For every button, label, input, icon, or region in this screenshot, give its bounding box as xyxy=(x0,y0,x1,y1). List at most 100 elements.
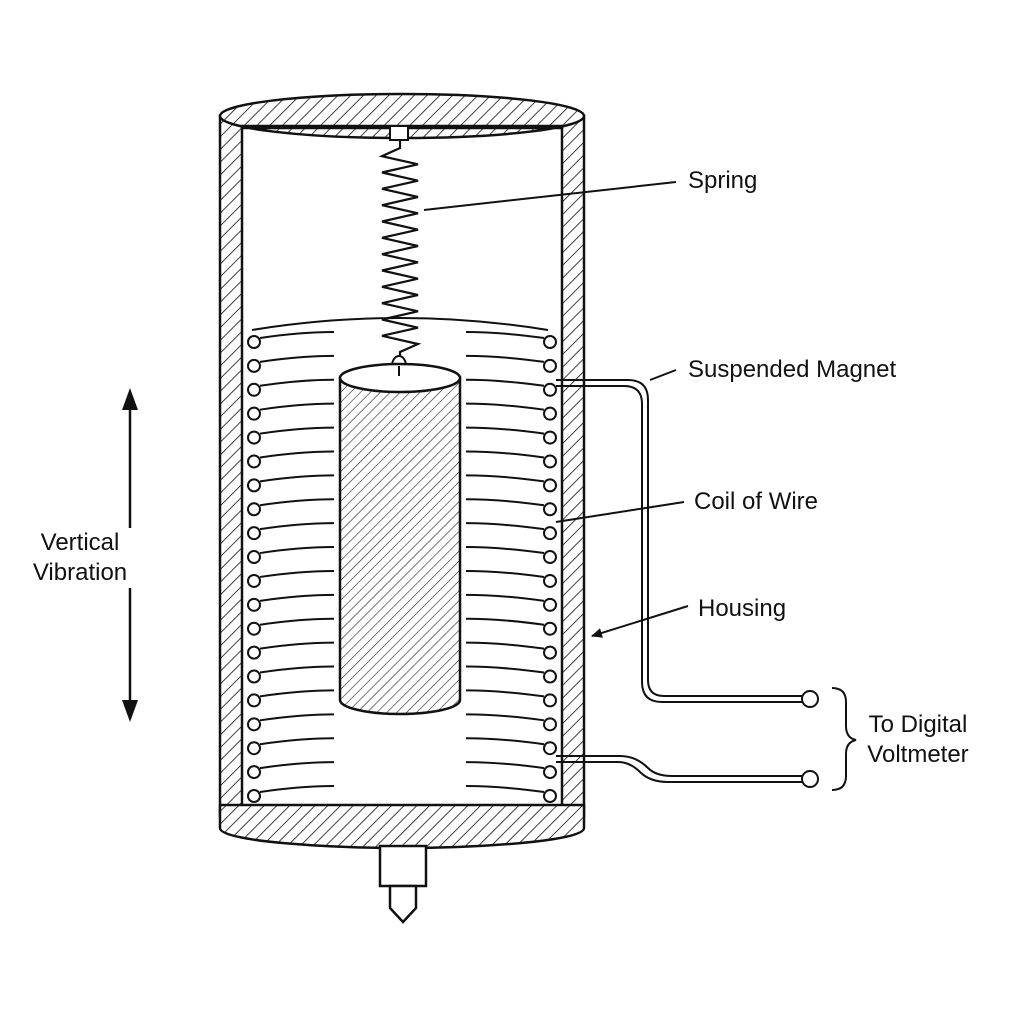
coil-turn-left-segment xyxy=(259,474,335,483)
spring-anchor xyxy=(389,125,409,141)
coil-wire-left xyxy=(247,669,261,684)
coil-turn-right-segment xyxy=(465,331,545,339)
upper-lead-inner xyxy=(556,385,802,703)
coil-turn-right-segment xyxy=(465,713,545,722)
coil-turn-right-segment xyxy=(465,498,545,507)
coil-wire-right xyxy=(543,717,557,732)
voltmeter-label-line2: Voltmeter xyxy=(867,741,969,768)
suspended-magnet-label: Suspended Magnet xyxy=(688,356,897,383)
output-leads xyxy=(556,379,802,783)
coil-turn-left-segment xyxy=(259,450,335,459)
coil-top-edge xyxy=(251,317,549,331)
lower-lead-inner xyxy=(556,761,802,783)
terminal-lower xyxy=(801,770,819,788)
coil-wire-left xyxy=(247,430,261,445)
spring-label: Spring xyxy=(688,167,758,194)
suspended-magnet xyxy=(338,362,462,716)
coil-turn-right-segment xyxy=(465,641,545,650)
vibration-label-line1: Vertical xyxy=(40,529,120,556)
housing-bottom xyxy=(218,803,586,850)
coil-turn-right-segment xyxy=(465,617,545,626)
coil-wire-left xyxy=(247,454,261,469)
coil-wire-right xyxy=(543,789,557,803)
coil-wire-left xyxy=(247,406,261,421)
coil-turn-right-segment xyxy=(465,569,545,578)
coil-wire-left xyxy=(247,717,261,732)
coil-of-wire xyxy=(247,317,557,803)
arrow-down-icon xyxy=(122,700,138,722)
coil-turn-right-segment xyxy=(465,474,545,483)
coil-wire-left xyxy=(247,789,261,803)
coil-wire-right xyxy=(543,597,557,612)
coil-leader xyxy=(555,501,685,523)
coil-turn-left-segment xyxy=(259,689,335,698)
vibration-label-line2: Vibration xyxy=(32,559,128,586)
coil-wire-left xyxy=(247,335,261,349)
coil-wire-left xyxy=(247,597,261,612)
coil-wire-right xyxy=(543,358,557,373)
coil-wire-left xyxy=(247,693,261,708)
coil-turn-right-segment xyxy=(465,761,545,770)
coil-turn-right-segment xyxy=(465,402,545,411)
housing-left-wall xyxy=(218,114,244,818)
coil-wire-left xyxy=(247,765,261,780)
coil-wire-right xyxy=(543,454,557,469)
coil-turn-right-segment xyxy=(465,737,545,746)
coil-turn-left-segment xyxy=(259,641,335,650)
coil-turn-right-segment xyxy=(465,785,545,793)
voltmeter-label: To Digital Voltmeter xyxy=(858,710,978,770)
coil-turn-left-segment xyxy=(259,498,335,507)
coil-turn-left-segment xyxy=(259,354,335,363)
coil-turn-left-segment xyxy=(259,761,335,770)
coil-turn-left-segment xyxy=(259,426,335,435)
coil-wire-right xyxy=(543,573,557,588)
mounting-stud-tip xyxy=(388,884,418,924)
coil-wire-right xyxy=(543,550,557,565)
lower-lead xyxy=(556,755,802,777)
coil-turn-left-segment xyxy=(259,785,335,793)
voltmeter-brace xyxy=(831,687,857,791)
coil-wire-left xyxy=(247,358,261,373)
coil-turn-right-segment xyxy=(465,450,545,459)
arrow-up-icon xyxy=(122,388,138,410)
coil-turn-left-segment xyxy=(259,522,335,531)
spring-coil xyxy=(378,140,422,356)
coil-wire-right xyxy=(543,741,557,756)
coil-turn-right-segment xyxy=(465,354,545,363)
coil-wire-right xyxy=(543,765,557,780)
coil-wire-right xyxy=(543,430,557,445)
coil-wire-left xyxy=(247,621,261,636)
coil-turn-right-segment xyxy=(465,522,545,531)
coil-turn-left-segment xyxy=(259,617,335,626)
leader-lines xyxy=(423,181,689,638)
upper-lead xyxy=(556,379,802,697)
coil-turn-left-segment xyxy=(259,546,335,555)
coil-turn-left-segment xyxy=(259,593,335,602)
coil-turn-right-segment xyxy=(465,665,545,674)
coil-turn-left-segment xyxy=(259,569,335,578)
magnet-leader xyxy=(649,369,677,381)
coil-wire-right xyxy=(543,669,557,684)
coil-wire-left xyxy=(247,478,261,493)
coil-of-wire-label: Coil of Wire xyxy=(694,488,819,515)
coil-wire-right xyxy=(543,693,557,708)
voltmeter-label-line1: To Digital xyxy=(868,711,968,738)
coil-wire-left xyxy=(247,550,261,565)
coil-turn-left-segment xyxy=(259,665,335,674)
coil-wire-right xyxy=(543,502,557,517)
coil-wire-left xyxy=(247,573,261,588)
coil-wire-left xyxy=(247,526,261,541)
coil-wire-left xyxy=(247,502,261,517)
coil-wire-left xyxy=(247,741,261,756)
spring xyxy=(378,125,422,377)
spring-leader xyxy=(423,181,677,211)
coil-wire-right xyxy=(543,382,557,397)
coil-wire-right xyxy=(543,478,557,493)
coil-wire-right xyxy=(543,645,557,660)
coil-turn-right-segment xyxy=(465,426,545,435)
coil-turn-left-segment xyxy=(259,378,335,387)
vibration-label: Vertical Vibration xyxy=(28,528,132,588)
housing-label: Housing xyxy=(698,595,787,622)
coil-turn-right-segment xyxy=(465,378,545,387)
